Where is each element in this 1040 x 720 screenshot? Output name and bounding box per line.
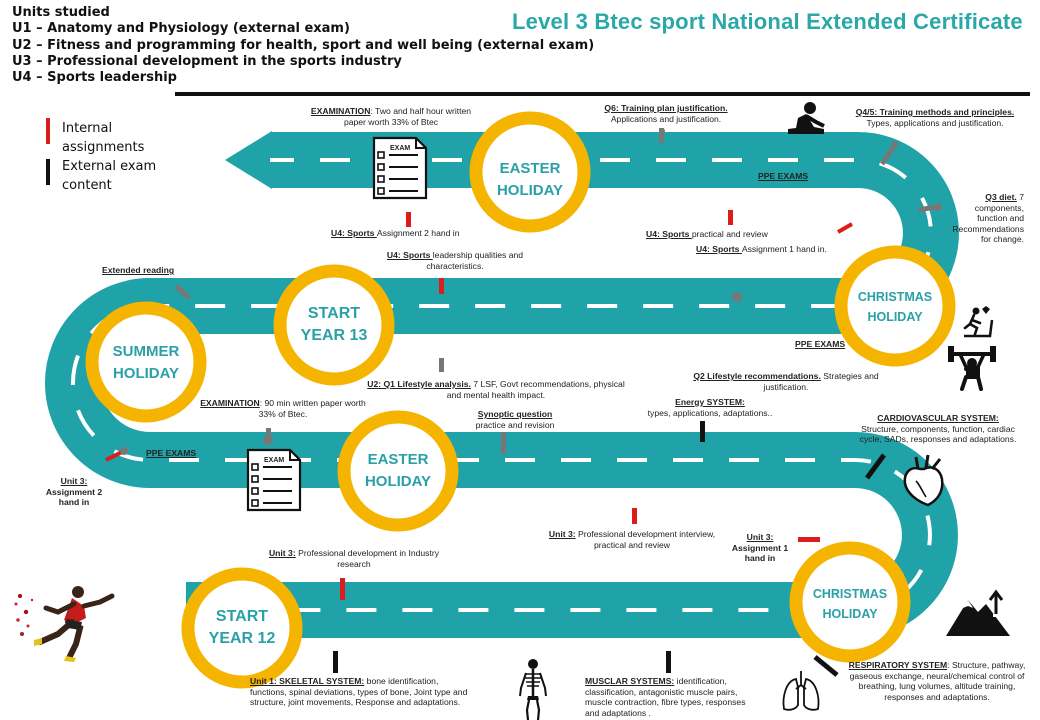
annotation-q45: Q4/5: Training methods and principles.Ty… [855, 107, 1015, 128]
unit-item: U1 – Anatomy and Physiology (external ex… [12, 21, 350, 37]
exam-icon-label: EXAM [390, 145, 411, 152]
annotation-exam-top: EXAMINATION: Two and half hour written p… [310, 106, 472, 127]
annotation-muscular: MUSCLAR SYSTEMS: identification, classif… [585, 676, 746, 718]
legend-internal-swatch [46, 118, 50, 144]
annotation-u3-a1: Unit 3:Assignment 1 hand in [731, 532, 789, 564]
annotation-q2: Q2 Lifestyle recommendations. Strategies… [693, 371, 879, 392]
annotation-u4-leadership: U4: Sports leadership qualities and char… [386, 250, 524, 271]
annotation-q6: Q6: Training plan justification.Applicat… [604, 103, 728, 124]
annotation-u3-prof-interview: Unit 3: Professional development intervi… [548, 529, 716, 550]
weightlifter-icon [948, 346, 996, 391]
circle-christmas-top [834, 245, 956, 367]
treadmill-runner-icon [963, 306, 994, 338]
units-heading: Units studied [12, 5, 110, 20]
unit-item: U3 – Professional development in the spo… [12, 53, 402, 69]
mountain-altitude-icon [946, 589, 1010, 636]
circle-summer [85, 301, 207, 423]
sprinter-image [14, 586, 115, 662]
road [45, 131, 959, 640]
circle-christmas-bottom [789, 541, 911, 663]
exam-sheet-icon [246, 448, 302, 512]
annotation-ppe-left: PPE EXAMS [146, 448, 197, 458]
annotation-skeletal: Unit 1: SKELETAL SYSTEM: bone identifica… [250, 676, 468, 708]
annotation-cardio: CARDIOVASCULAR SYSTEM:Structure, compone… [859, 413, 1017, 445]
annotation-ppe-christmas: PPE EXAMS [795, 339, 846, 349]
circle-start-13 [273, 264, 395, 386]
annotation-u2q1: U2: Q1 Lifestyle analysis. 7 LSF, Govt r… [367, 379, 625, 400]
skeleton-icon [519, 659, 547, 720]
annotation-u4-a1: U4: Sports Assignment 1 hand in. [696, 244, 827, 254]
annotation-respiratory: RESPIRATORY SYSTEM: Structure, pathway, … [848, 660, 1026, 702]
timeline-markers [105, 128, 942, 677]
title-underline [175, 92, 1030, 96]
annotation-u3-prof-research: Unit 3: Professional development in Indu… [268, 548, 440, 569]
stretching-athlete-icon [788, 102, 825, 134]
units-studied: Units studied U1 – Anatomy and Physiolog… [12, 5, 594, 86]
annotation-extended-reading: Extended reading [102, 265, 175, 275]
circle-easter-top [469, 111, 591, 233]
holiday-circles [85, 111, 956, 689]
annotation-u4-a2: U4: Sports Assignment 2 hand in [331, 228, 460, 238]
lungs-icon [782, 671, 820, 711]
exam-sheet-icon [372, 136, 428, 200]
unit-item: U2 – Fitness and programming for health,… [12, 37, 595, 53]
annotation-exam-mid: EXAMINATION: 90 min written paper worth … [200, 398, 366, 419]
annotation-q3: Q3 diet. 7 components, function and Reco… [952, 192, 1024, 245]
annotation-ppe-top: PPE EXAMS [758, 171, 809, 181]
annotation-energy: Energy SYSTEM:types, applications, adapt… [647, 397, 773, 418]
anatomical-heart-icon [903, 454, 944, 507]
annotation-u3-a2: Unit 3:Assignment 2 hand in [45, 476, 103, 508]
legend-external-swatch [46, 159, 50, 185]
circle-easter-mid [337, 410, 459, 532]
exam-icon-label: EXAM [264, 457, 285, 464]
page-title: Level 3 Btec sport National Extended Cer… [512, 9, 1023, 34]
circle-start-12 [181, 567, 303, 689]
annotation-u4-practical: U4: Sports practical and review [646, 229, 768, 239]
unit-item: U4 – Sports leadership [12, 70, 177, 86]
